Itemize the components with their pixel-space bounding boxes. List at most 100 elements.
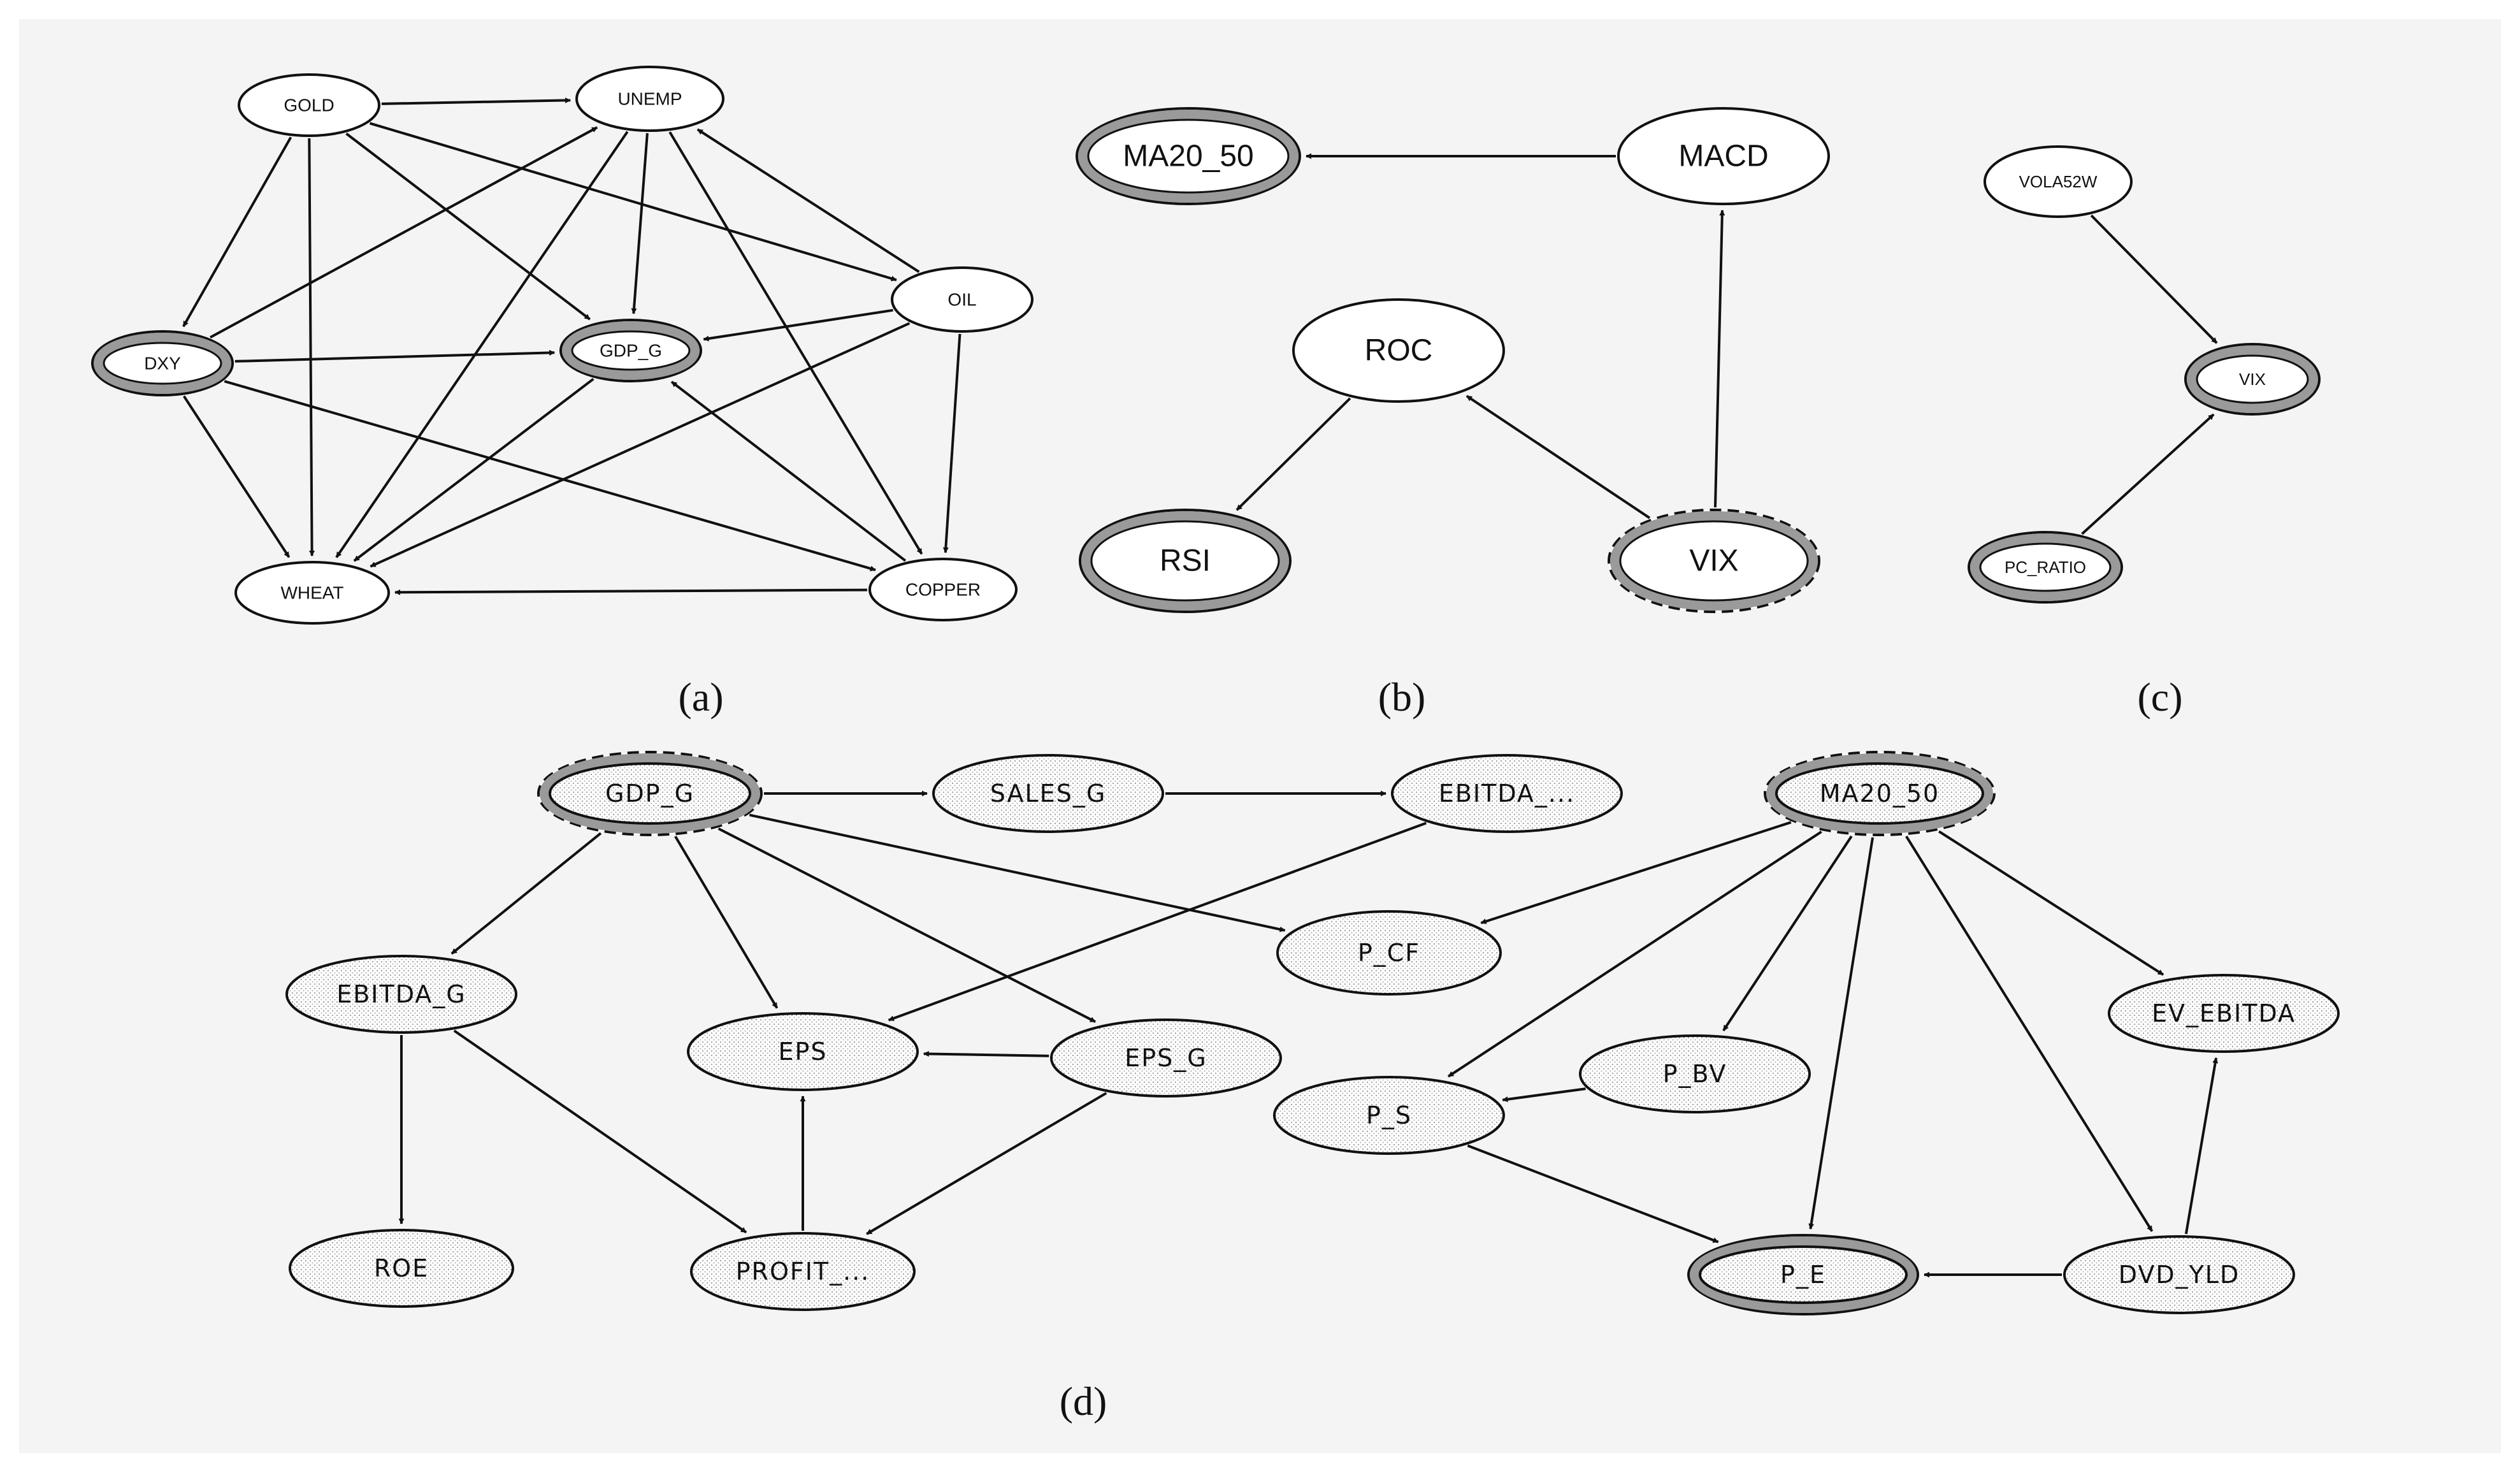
node-b-roc: ROC [1292, 298, 1505, 403]
edge-a-unemp-to-gdp_g [631, 133, 649, 314]
panel-d-caption: (d) [1060, 1379, 1107, 1424]
edge-d-gdp_g-to-p_cf [749, 813, 1286, 932]
edge-a-unemp-to-wheat [335, 131, 629, 558]
node-label: EBITDA_... [1439, 779, 1575, 808]
node-label: GDP_G [605, 779, 695, 808]
edge-a-oil-to-gdp_g [703, 308, 893, 342]
node-label: EBITDA_G [336, 980, 466, 1008]
edge-a-dxy-to-unemp [210, 126, 598, 339]
node-label: P_CF [1358, 939, 1420, 967]
edge-d-ma20_50-to-p_bv [1722, 835, 1853, 1032]
edge-a-oil-to-copper [942, 333, 961, 553]
node-label: PC_RATIO [2005, 558, 2086, 577]
edge-d-eps_g-to-profit [866, 1092, 1107, 1235]
node-label: VIX [1689, 544, 1738, 578]
node-a-dxy: DXY [91, 330, 234, 396]
edge-b-vix-to-macd [1713, 210, 1725, 508]
node-label: DXY [144, 354, 181, 373]
node-b-vix: VIX [1608, 509, 1820, 613]
edge-b-vix-to-roc [1465, 395, 1651, 519]
edge-d-p_s-to-p_e [1467, 1144, 1719, 1243]
node-d-ma20-50: MA20_50 [1764, 751, 1996, 836]
node-c-vix: VIX [2184, 343, 2321, 416]
node-c-pc-ratio: PC_RATIO [1968, 531, 2123, 604]
node-label: MACD [1678, 140, 1768, 173]
edge-a-gold-to-gdp_g [345, 133, 591, 321]
node-d-sales-g: SALES_G [932, 754, 1164, 833]
edge-a-copper-to-wheat [394, 588, 868, 595]
node-d-p-s: P_S [1273, 1076, 1505, 1155]
edge-d-p_bv-to-p_s [1502, 1087, 1586, 1103]
node-a-gdp-g: GDP_G [559, 319, 702, 382]
edge-d-ma20_50-to-p_e [1808, 837, 1875, 1230]
node-label: GOLD [284, 96, 334, 115]
edge-b-roc-to-rsi [1235, 397, 1351, 511]
node-d-ev-ebitda: EV_EBITDA [2108, 974, 2340, 1053]
node-label: ROE [374, 1254, 429, 1282]
node-d-ebitda-t: EBITDA_... [1391, 754, 1623, 833]
node-d-eps-g: EPS_G [1050, 1018, 1282, 1098]
edge-d-ma20_50-to-ev_ebitda [1938, 830, 2164, 976]
node-d-p-bv: P_BV [1579, 1034, 1811, 1113]
panel-b-caption: (b) [1378, 674, 1426, 720]
node-label: RSI [1160, 544, 1211, 578]
edge-d-ma20_50-to-dvd_yld [1905, 836, 2154, 1232]
edge-d-gdp_g-to-eps_g [717, 827, 1096, 1023]
node-label: EV_EBITDA [2152, 999, 2296, 1027]
node-label: MA20_50 [1820, 779, 1940, 808]
node-a-copper: COPPER [868, 558, 1018, 621]
node-a-gold: GOLD [238, 73, 380, 137]
node-label: P_S [1366, 1101, 1412, 1129]
edge-a-gold-to-oil [369, 122, 897, 282]
node-label: VOLA52W [2019, 172, 2098, 191]
edge-d-ma20_50-to-p_cf [1480, 821, 1792, 925]
node-d-dvd-yld: DVD_YLD [2063, 1235, 2295, 1314]
edge-a-gdp_g-to-wheat [353, 377, 594, 562]
edge-c-vola52w-to-vix [2090, 214, 2218, 344]
panel-a-caption: (a) [678, 674, 723, 720]
node-label: MA20_50 [1123, 140, 1253, 173]
node-d-gdp-g: GDP_G [537, 751, 763, 836]
edge-d-gdp_g-to-eps [674, 836, 779, 1009]
node-label: WHEAT [280, 583, 343, 603]
node-c-vola52w: VOLA52W [1984, 145, 2133, 218]
node-a-wheat: WHEAT [234, 561, 390, 625]
node-d-profit: PROFIT_... [690, 1232, 916, 1311]
edge-d-dvd_yld-to-ev_ebitda [2184, 1057, 2219, 1235]
node-label: P_E [1780, 1261, 1826, 1289]
node-d-p-e: P_E [1687, 1234, 1919, 1315]
node-label: DVD_YLD [2119, 1261, 2240, 1289]
edge-a-gold-to-unemp [381, 97, 571, 105]
node-label: P_BV [1663, 1060, 1727, 1088]
node-d-roe: ROE [289, 1229, 514, 1308]
node-label: VIX [2239, 370, 2266, 389]
node-d-p-cf: P_CF [1276, 910, 1502, 996]
node-label: ROC [1365, 334, 1433, 368]
edge-a-dxy-to-wheat [183, 395, 291, 558]
node-label: OIL [947, 290, 976, 310]
edge-c-pc_ratio-to-vix [2081, 413, 2215, 535]
captions-layer: (a) (b) (c) (d) [678, 674, 2182, 1424]
edge-a-dxy-to-gdp_g [234, 349, 556, 363]
edge-d-ebitda_g-to-profit [453, 1029, 747, 1234]
edge-d-ebitda_t-to-eps [888, 822, 1427, 1022]
node-d-ebitda-g: EBITDA_G [285, 955, 517, 1034]
node-label: EPS_G [1125, 1044, 1207, 1072]
edge-a-gold-to-dxy [182, 136, 292, 328]
node-label: PROFIT_... [736, 1257, 870, 1286]
node-label: GDP_G [600, 341, 662, 361]
edge-a-dxy-to-copper [224, 380, 876, 572]
node-label: SALES_G [990, 779, 1107, 808]
edge-d-eps_g-to-eps [923, 1050, 1049, 1057]
node-d-eps: EPS [687, 1012, 919, 1091]
edge-d-ma20_50-to-p_s [1447, 830, 1822, 1078]
node-b-ma20-50: MA20_50 [1076, 107, 1301, 205]
node-b-rsi: RSI [1079, 509, 1292, 613]
panel-c-caption: (c) [2137, 674, 2182, 720]
node-label: UNEMP [617, 89, 682, 109]
node-a-unemp: UNEMP [575, 66, 724, 132]
edge-a-oil-to-unemp [696, 128, 920, 273]
